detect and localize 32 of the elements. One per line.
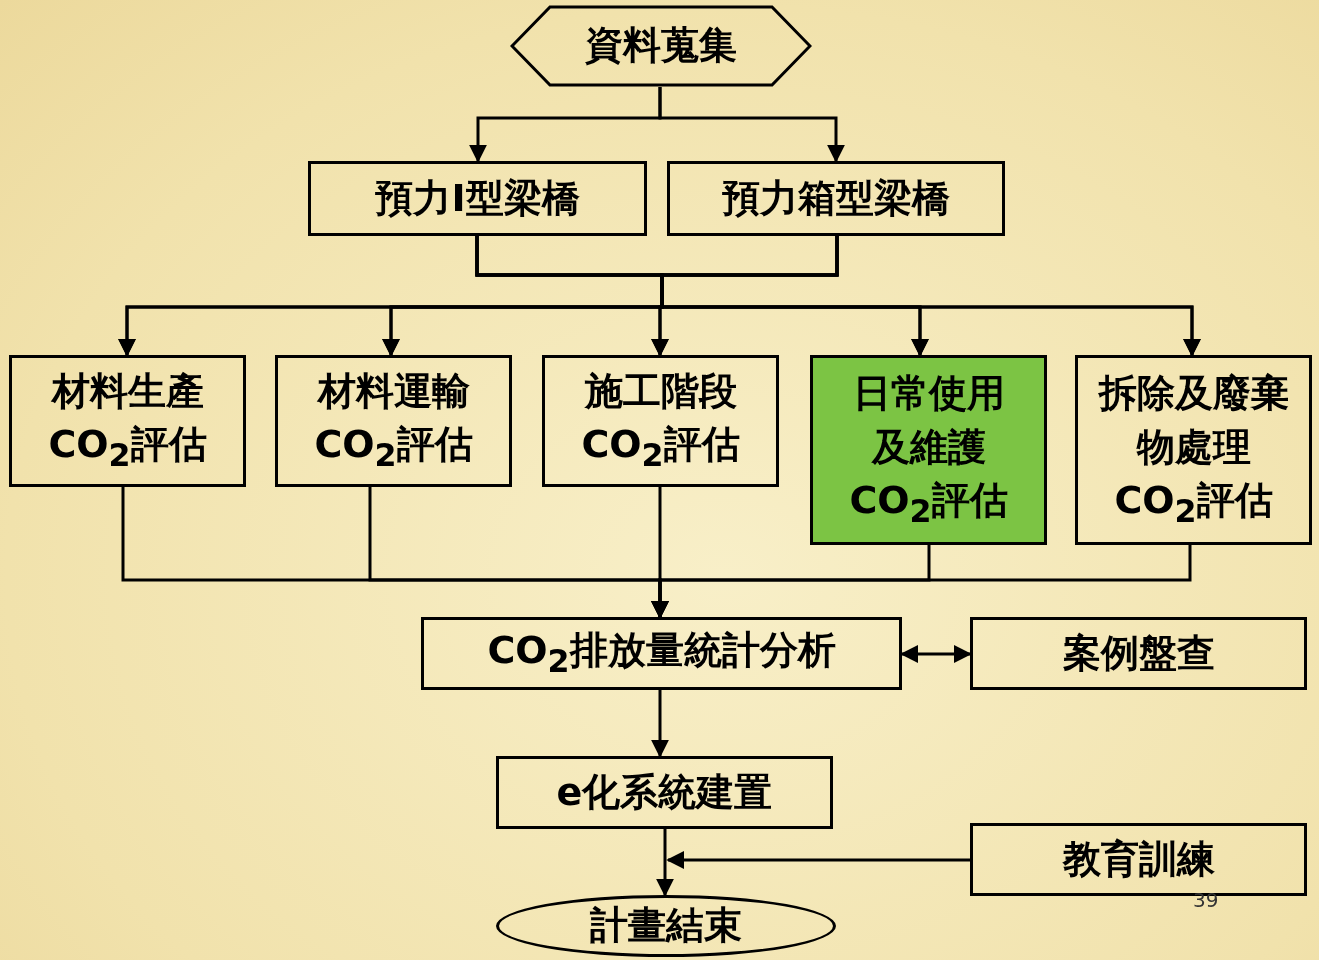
node-label: 施工階段CO$_{2}$評估	[580, 367, 741, 475]
node-label: 預力I型梁橋	[375, 174, 580, 222]
node-label: 計畫結束	[590, 902, 742, 950]
node-label: 材料生產CO$_{2}$評估	[47, 367, 208, 475]
process-box	[667, 161, 1005, 236]
arrow	[900, 645, 972, 663]
node-label: 日常使用及維護CO$_{2}$評估	[848, 370, 1009, 531]
start-hexagon	[510, 5, 812, 87]
arrow	[651, 690, 669, 758]
end-terminator	[496, 895, 836, 957]
arrow	[656, 829, 674, 897]
node-label: 案例盤查	[1062, 629, 1215, 677]
node-label: 預力箱型梁橋	[722, 174, 950, 222]
process-box	[9, 355, 246, 487]
process-box	[421, 617, 902, 690]
process-box	[496, 756, 833, 829]
process-box	[308, 161, 647, 236]
process-box	[542, 355, 779, 487]
arrow	[660, 236, 1201, 357]
node-label: 資料蒐集	[585, 22, 737, 70]
process-box	[1075, 355, 1312, 545]
node-label: CO$_{2}$排放量統計分析	[487, 627, 836, 681]
node-label: 材料運輸CO$_{2}$評估	[313, 367, 474, 475]
arrow	[658, 87, 845, 163]
node-label: e化系統建置	[556, 768, 773, 816]
process-box	[970, 617, 1307, 690]
node-label: 教育訓練	[1062, 835, 1215, 883]
process-box	[810, 355, 1047, 545]
process-box	[275, 355, 512, 487]
page-number: 39	[1193, 888, 1219, 912]
node-label: 拆除及廢棄物處理CO$_{2}$評估	[1098, 370, 1289, 531]
arrow	[666, 851, 970, 869]
